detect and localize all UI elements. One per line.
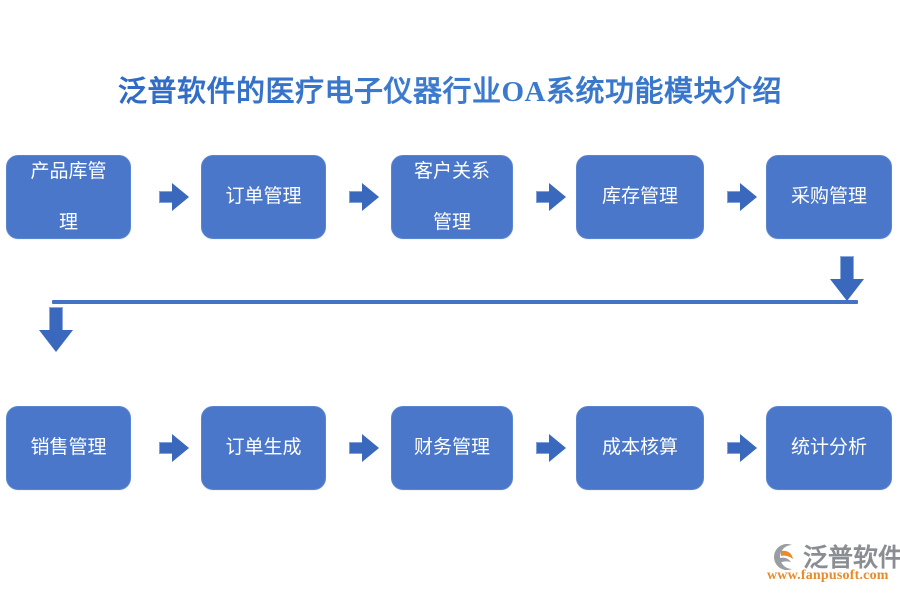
process-node-sales-management[interactable]: 销售管理 xyxy=(6,406,131,490)
process-node-inventory-management[interactable]: 库存管理 xyxy=(576,155,704,239)
arrow-head xyxy=(362,434,379,462)
arrow-shaft xyxy=(49,307,63,333)
process-node-customer-relationship-management[interactable]: 客户关系管理 xyxy=(391,155,513,239)
node-label: 采购管理 xyxy=(790,186,867,208)
logo-company-name: 泛普软件 xyxy=(803,545,900,572)
process-node-finance-management[interactable]: 财务管理 xyxy=(391,406,513,490)
node-label: 订单管理 xyxy=(225,186,302,208)
arrow-right-icon xyxy=(159,433,189,463)
arrow-down-icon xyxy=(830,256,864,301)
node-label: 产品库管理 xyxy=(30,161,107,233)
node-label: 客户关系管理 xyxy=(413,161,490,233)
arrow-shaft xyxy=(727,442,742,454)
arrow-shaft xyxy=(536,191,551,203)
arrow-shaft xyxy=(840,256,854,282)
arrow-right-icon xyxy=(349,433,379,463)
arrow-head xyxy=(172,183,189,211)
arrow-head xyxy=(549,434,566,462)
node-label: 销售管理 xyxy=(30,437,107,459)
arrow-right-icon xyxy=(536,182,566,212)
process-node-product-library-management[interactable]: 产品库管理 xyxy=(6,155,131,239)
arrow-head xyxy=(740,434,757,462)
node-label: 财务管理 xyxy=(413,437,490,459)
arrow-right-icon xyxy=(727,433,757,463)
logo-url: www.fanpusoft.com xyxy=(767,568,889,583)
arrow-right-icon xyxy=(727,182,757,212)
node-label: 统计分析 xyxy=(790,437,867,459)
process-node-order-management[interactable]: 订单管理 xyxy=(201,155,326,239)
arrow-right-icon xyxy=(159,182,189,212)
process-node-cost-accounting[interactable]: 成本核算 xyxy=(576,406,704,490)
arrow-shaft xyxy=(159,442,174,454)
horizontal-connector-line xyxy=(52,300,858,304)
arrow-head xyxy=(362,183,379,211)
arrow-down-icon xyxy=(39,307,73,352)
page-title: 泛普软件的医疗电子仪器行业OA系统功能模块介绍 xyxy=(0,68,900,110)
arrow-head xyxy=(39,330,73,352)
process-node-order-generation[interactable]: 订单生成 xyxy=(201,406,326,490)
node-label: 库存管理 xyxy=(601,186,678,208)
arrow-shaft xyxy=(727,191,742,203)
arrow-shaft xyxy=(349,442,364,454)
fanpu-circle-logo-icon xyxy=(774,544,793,570)
node-label: 成本核算 xyxy=(601,437,678,459)
arrow-head xyxy=(830,279,864,301)
arrow-shaft xyxy=(536,442,551,454)
arrow-shaft xyxy=(159,191,174,203)
arrow-shaft xyxy=(349,191,364,203)
arrow-head xyxy=(740,183,757,211)
arrow-right-icon xyxy=(349,182,379,212)
arrow-head xyxy=(172,434,189,462)
node-label: 订单生成 xyxy=(225,437,302,459)
arrow-right-icon xyxy=(536,433,566,463)
process-node-statistical-analysis[interactable]: 统计分析 xyxy=(766,406,892,490)
process-node-purchase-management[interactable]: 采购管理 xyxy=(766,155,892,239)
arrow-head xyxy=(549,183,566,211)
fanpu-logo: 泛普软件 www.fanpusoft.com xyxy=(765,540,900,586)
